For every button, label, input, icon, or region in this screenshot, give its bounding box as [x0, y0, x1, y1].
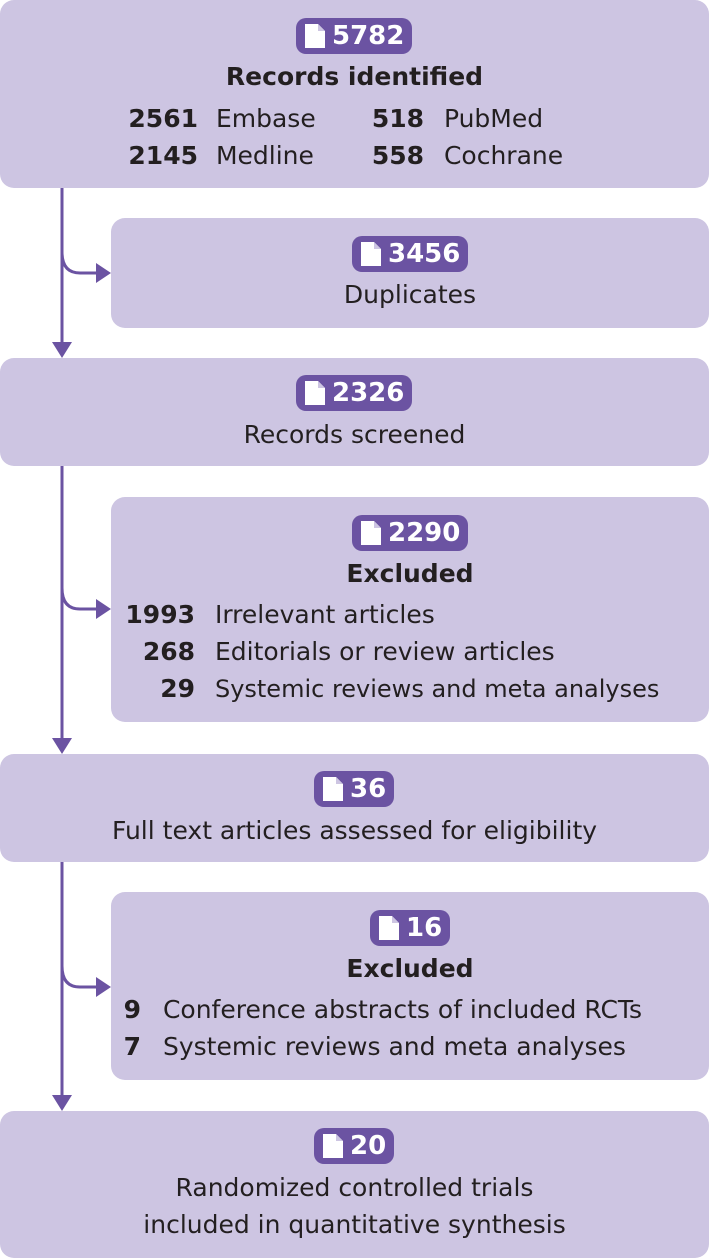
source-row: 2561 Embase [128, 104, 316, 133]
duplicates-box: 3456 Duplicates [111, 218, 709, 328]
source-row: 2145 Medline [128, 141, 314, 170]
fulltext-count-badge: 36 [314, 771, 395, 807]
document-icon [323, 1134, 343, 1158]
box-label: Records screened [243, 420, 466, 449]
box-label-line1: Randomized controlled trials [175, 1173, 534, 1202]
included-trials-box: 20 Randomized controlled trials included… [0, 1111, 709, 1258]
excluded-item: 29 Systemic reviews and meta analyses [160, 674, 660, 703]
arrowhead-down [52, 738, 72, 754]
count-value: 3456 [388, 239, 461, 269]
records-identified-count-badge: 5782 [296, 18, 413, 54]
document-icon [305, 24, 325, 48]
source-row: 518 PubMed [371, 104, 544, 133]
document-icon [379, 916, 399, 940]
arrowhead-right [96, 263, 111, 283]
arrowhead-down [52, 1095, 72, 1111]
count-value: 2326 [332, 378, 405, 408]
arrowhead-right [96, 599, 111, 619]
arrowhead-down [52, 342, 72, 358]
arrowhead-right [96, 977, 111, 997]
excluded-item: 1993 Irrelevant articles [125, 600, 435, 629]
excluded-item: 268 Editorials or review articles [142, 637, 555, 666]
box-label: Duplicates [343, 280, 477, 309]
count-value: 20 [350, 1131, 387, 1161]
fulltext-assessed-box: 36 Full text articles assessed for eligi… [0, 754, 709, 862]
box-title: Excluded [346, 954, 474, 983]
duplicates-count-badge: 3456 [352, 236, 469, 272]
included-count-badge: 20 [314, 1128, 395, 1164]
records-screened-box: 2326 Records screened [0, 358, 709, 466]
excluded-box: 2290 Excluded 1993 Irrelevant articles 2… [111, 497, 709, 722]
source-row: 558 Cochrane [371, 141, 564, 170]
records-identified-box: 5782 Records identified 2561 Embase 518 … [0, 0, 709, 188]
records-screened-count-badge: 2326 [296, 375, 413, 411]
box-label: Full text articles assessed for eligibil… [111, 816, 598, 845]
box-title: Records identified [225, 62, 484, 91]
document-icon [361, 242, 381, 266]
box-title: Excluded [346, 559, 474, 588]
excluded-item: 7 Systemic reviews and meta analyses [123, 1032, 626, 1061]
excluded-item: 9 Conference abstracts of included RCTs [123, 995, 643, 1024]
count-value: 36 [350, 774, 387, 804]
document-icon [305, 381, 325, 405]
count-value: 16 [406, 913, 443, 943]
document-icon [323, 777, 343, 801]
box-label-line2: included in quantitative synthesis [143, 1210, 566, 1239]
count-value: 5782 [332, 21, 405, 51]
excluded-count-badge: 2290 [352, 515, 469, 551]
excluded-box: 16 Excluded 9 Conference abstracts of in… [111, 892, 709, 1080]
excluded-count-badge: 16 [370, 910, 451, 946]
count-value: 2290 [388, 518, 461, 548]
document-icon [361, 521, 381, 545]
